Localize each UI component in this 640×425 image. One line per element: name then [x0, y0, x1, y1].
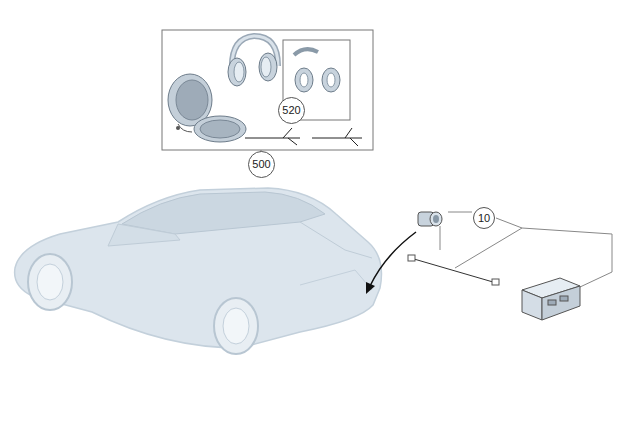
wire-cable [408, 255, 499, 285]
callout-circle: 500 [248, 151, 275, 178]
carry-case [168, 74, 246, 142]
callout-circle: 520 [278, 97, 305, 124]
assembly-lines [440, 212, 612, 287]
control-module [522, 278, 580, 320]
arrow-head [366, 282, 375, 294]
sensor [418, 212, 442, 226]
kit-frame [162, 30, 373, 150]
callout-circle: 10 [473, 207, 495, 229]
pointer-arrow [370, 232, 416, 286]
headphones [228, 36, 278, 86]
car [15, 188, 382, 354]
callout-number: 500 [252, 159, 270, 170]
ear-pads [294, 49, 340, 92]
callout-number: 10 [478, 213, 490, 224]
sub-kit-frame [283, 40, 350, 120]
cables [245, 128, 362, 146]
callout-number: 520 [282, 105, 300, 116]
